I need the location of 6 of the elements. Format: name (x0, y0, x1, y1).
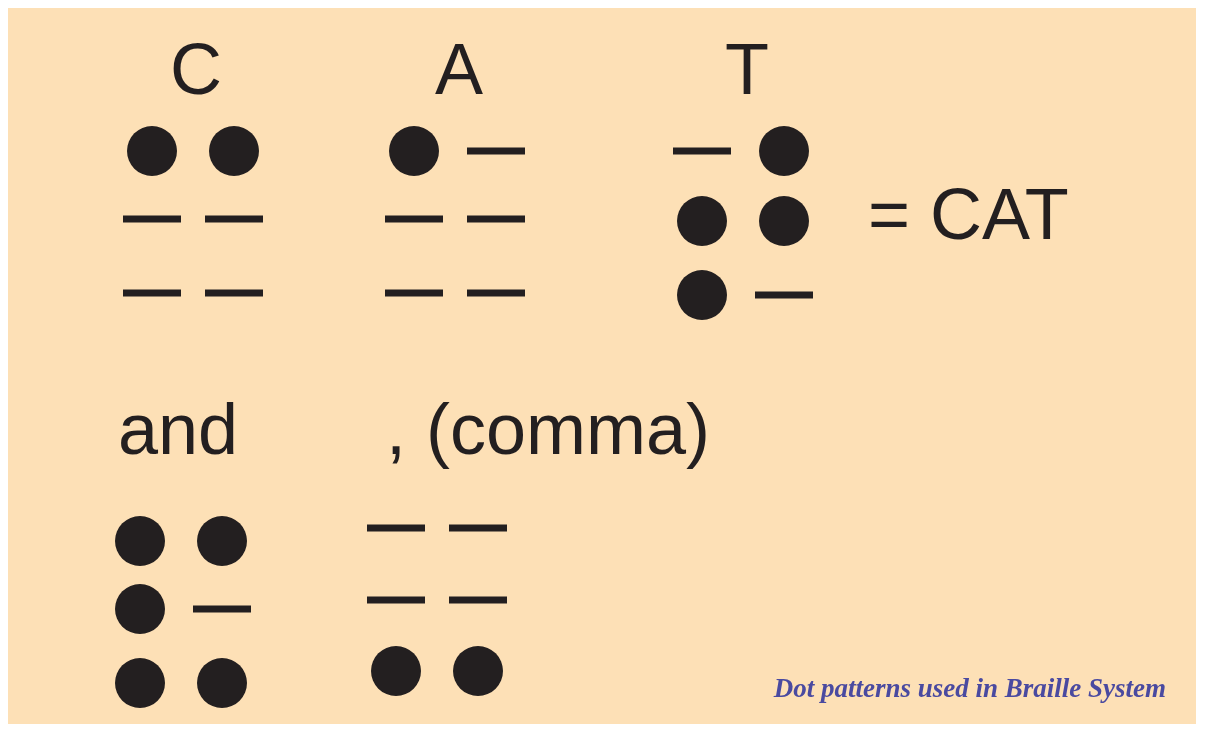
cell-label: = CAT (868, 178, 1069, 250)
cell-label: and (118, 393, 239, 465)
cell-label: C (170, 33, 222, 105)
caption: Dot patterns used in Braille System (773, 673, 1166, 704)
cell-label: A (435, 33, 484, 105)
cell-label: T (725, 33, 769, 105)
